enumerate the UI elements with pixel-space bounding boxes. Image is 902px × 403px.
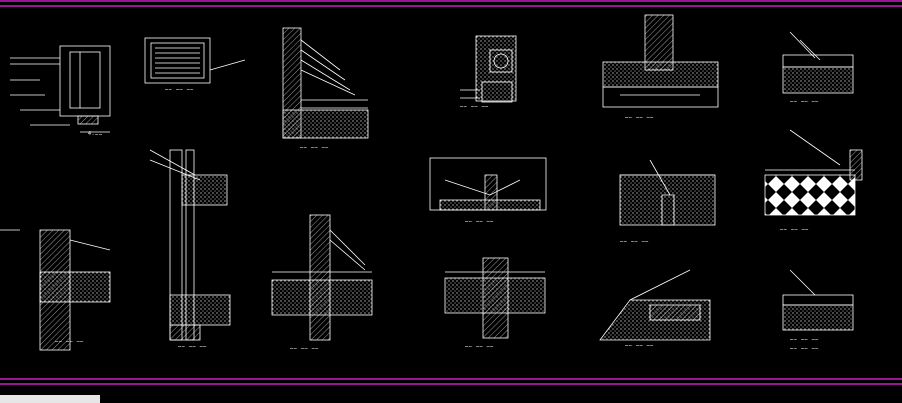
caption-j: …… …… ……	[465, 218, 494, 224]
caption-p: …… …… ……	[790, 345, 819, 351]
caption-h: …… …… ……	[178, 343, 207, 349]
detail-window-frame	[10, 45, 111, 133]
caption-n: …… …… ……	[625, 342, 654, 348]
detail-floor-drain	[429, 157, 547, 211]
caption-a: 4.……	[88, 131, 103, 137]
detail-wall-junction	[0, 229, 111, 351]
detail-column-slab	[444, 257, 546, 339]
sheet-border	[0, 0, 902, 385]
caption-e: …… …… ……	[625, 114, 654, 120]
caption-k: …… …… ……	[465, 343, 494, 349]
detail-louvre	[144, 37, 246, 84]
caption-f: …… …… ……	[790, 98, 819, 104]
caption-m: …… …… ……	[780, 226, 809, 232]
detail-step	[619, 159, 716, 226]
detail-parapet-1	[282, 27, 369, 139]
caption-i: …… …… ……	[290, 345, 319, 351]
caption-l: …… …… ……	[620, 238, 649, 244]
caption-b: …… …… ……	[165, 86, 194, 92]
model-tab-strip[interactable]	[0, 395, 100, 403]
detail-edge-2	[782, 269, 854, 331]
caption-d: …… …… ……	[460, 103, 489, 109]
detail-column-drain	[460, 35, 517, 103]
caption-o: …… …… ……	[790, 336, 819, 342]
detail-ramp	[599, 269, 711, 341]
detail-tall-wall	[149, 149, 231, 341]
caption-g: …… …… ……	[55, 338, 84, 344]
detail-edge-1	[782, 31, 854, 94]
detail-paving	[764, 129, 863, 216]
detail-wall-slab-1	[602, 14, 719, 108]
detail-parapet-2	[271, 214, 373, 341]
caption-c: …… …… ……	[300, 144, 329, 150]
